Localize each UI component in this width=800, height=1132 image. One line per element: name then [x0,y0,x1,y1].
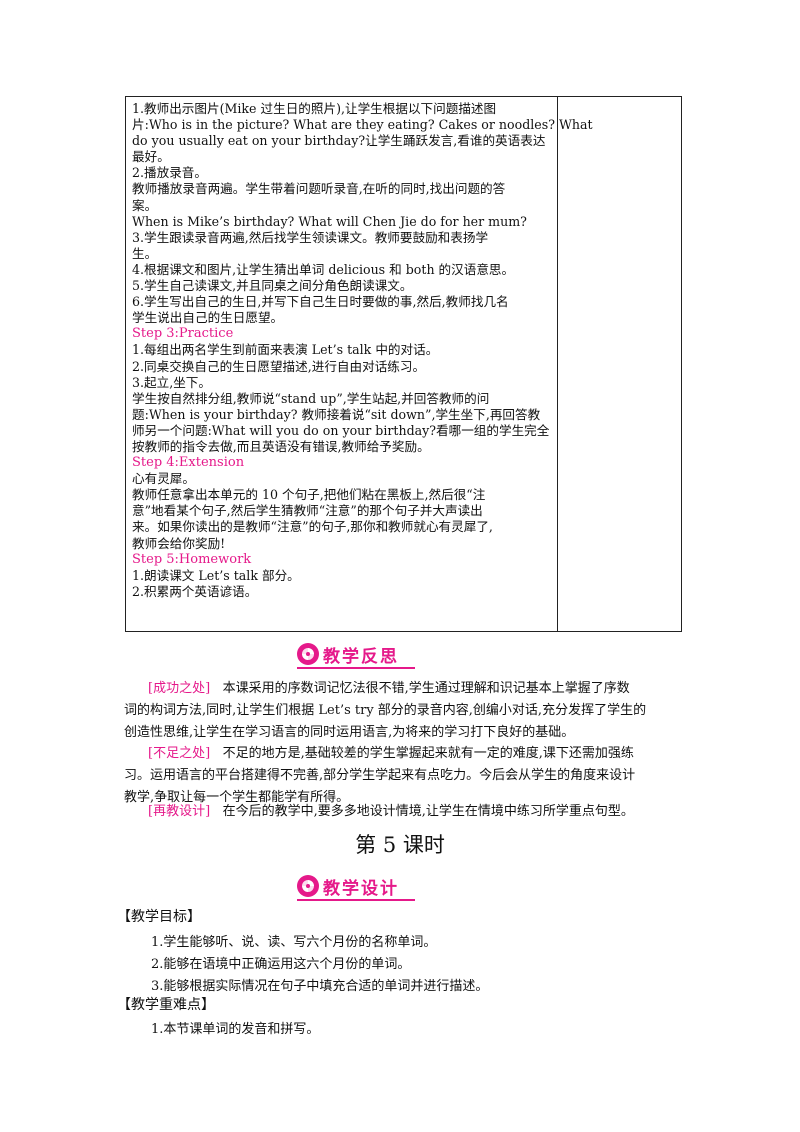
success-line: 创造性思维,让学生在学习语言的同时运用语言,为将来的学习打下良好的基础。 [124,725,575,740]
shortfall-line: 教学,争取让每一个学生都能学有所得。 [124,790,350,805]
procedure-line: do you usually eat on your birthday?让学生踊… [132,133,546,149]
procedure-line: 3.学生跟读录音两遍,然后找学生领读课文。教师要鼓励和表扬学 [132,229,489,245]
procedure-line: 最好。 [132,149,170,165]
procedure-line: 生。 [132,245,158,261]
design-banner: 教学设计 [297,874,415,901]
swirl-logo-icon [297,643,319,665]
shortfall-tag: [不足之处] [148,746,211,761]
procedure-line: 4.根据课文和图片,让学生猜出单词 delicious 和 both 的汉语意思… [132,261,515,277]
goal-item: 3.能够根据实际情况在句子中填充合适的单词并进行描述。 [151,979,489,994]
procedure-line: 意”地看某个句子,然后学生猜教师“注意”的那个句子并大声读出 [132,503,483,519]
procedure-line: 师另一个问题:What will you do on your birthday… [132,422,550,438]
banner-underline [297,899,415,901]
lesson-heading: 第 5 课时 [355,833,445,857]
shortfall-line: 习。运用语言的平台搭建得不完善,部分学生学起来有点吃力。今后会从学生的角度来设计 [124,768,636,783]
procedure-line: 1.朗读课文 Let’s talk 部分。 [132,567,300,583]
procedure-line: 1.教师出示图片(Mike 过生日的照片),让学生根据以下问题描述图 [132,101,497,116]
goal-item: 1.学生能够听、说、读、写六个月份的名称单词。 [151,935,437,950]
reflection-banner: 教学反思 [297,642,415,669]
swirl-logo-icon [297,875,319,897]
procedure-line: 按教师的指令去做,而且英语没有错误,教师给予奖励。 [132,438,430,454]
goals-heading: 【教学目标】 [117,909,201,925]
procedure-line: 2.积累两个英语谚语。 [132,583,258,599]
design-title: 教学设计 [323,878,399,899]
procedure-line: 来。如果你读出的是教师“注意”的句子,那你和教师就心有灵犀了, [132,519,493,535]
procedure-line: 3.起立,坐下。 [132,374,211,390]
step-heading-practice: Step 3:Practice [132,326,234,342]
procedure-line: 6.学生写出自己的生日,并写下自己生日时要做的事,然后,教师找几名 [132,294,509,310]
reflection-title: 教学反思 [323,646,399,667]
banner-underline [297,667,415,669]
procedure-line: 学生说出自己的生日愿望。 [132,310,284,326]
procedure-line: 2.同桌交换自己的生日愿望描述,进行自由对话练习。 [132,358,426,374]
goal-item: 2.能够在语境中正确运用这六个月份的单词。 [151,957,411,972]
procedure-line: 学生按自然排分组,教师说“stand up”,学生站起,并回答教师的问 [132,390,490,406]
step-heading-extension: Step 4:Extension [132,455,245,471]
procedure-line: 教师会给你奖励! [132,535,226,551]
lesson-procedure-table: 1.教师出示图片(Mike 过生日的照片),让学生根据以下问题描述图 片:Who… [125,96,682,632]
shortfall-paragraph: [不足之处] 不足的地方是,基础较差的学生掌握起来就有一定的难度,课下还需加强练… [124,743,684,809]
procedure-line: 教师任意拿出本单元的 10 个句子,把他们粘在黑板上,然后很“注 [132,487,486,503]
success-line: 本课采用的序数词记忆法很不错,学生通过理解和识记基本上掌握了序数 [222,681,630,696]
procedure-line: 5.学生自己读课文,并且同桌之间分角色朗读课文。 [132,278,413,294]
procedure-line: 1.每组出两名学生到前面来表演 Let’s talk 中的对话。 [132,342,439,358]
success-paragraph: [成功之处] 本课采用的序数词记忆法很不错,学生通过理解和识记基本上掌握了序数 … [124,678,684,744]
key-points-heading: 【教学重难点】 [117,997,215,1013]
key-point-item: 1.本节课单词的发音和拼写。 [151,1022,320,1037]
procedure-line: 教师播放录音两遍。学生带着问题听录音,在听的同时,找出问题的答 [132,181,506,197]
redesign-tag: [再教设计] [148,804,211,819]
redesign-paragraph: [再教设计] 在今后的教学中,要多多地设计情境,让学生在情境中练习所学重点句型。 [124,801,684,823]
procedure-line: 2.播放录音。 [132,165,207,181]
procedure-line: 片:Who is in the picture? What are they e… [132,117,593,133]
success-tag: [成功之处] [148,681,211,696]
procedure-cell: 1.教师出示图片(Mike 过生日的照片),让学生根据以下问题描述图 片:Who… [126,97,593,631]
procedure-line: 题:When is your birthday? 教师接着说“sit down”… [132,406,541,422]
procedure-line: 心有灵犀。 [132,471,195,487]
procedure-line: When is Mike’s birthday? What will Chen … [132,213,527,229]
notes-cell [558,97,681,631]
redesign-line: 在今后的教学中,要多多地设计情境,让学生在情境中练习所学重点句型。 [222,804,634,819]
procedure-line: 案。 [132,197,158,213]
success-line: 词的构词方法,同时,让学生们根据 Let’s try 部分的录音内容,创编小对话… [124,703,647,718]
step-heading-homework: Step 5:Homework [132,551,252,567]
shortfall-line: 不足的地方是,基础较差的学生掌握起来就有一定的难度,课下还需加强练 [222,746,634,761]
